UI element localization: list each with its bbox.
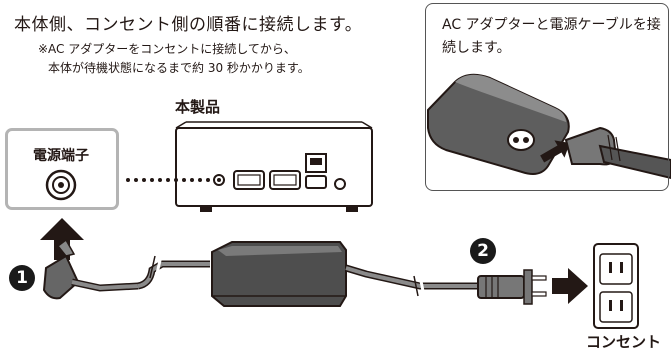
inset-adapter-illustration [427,73,671,180]
step-badge-2: 2 [470,238,496,264]
power-terminal-label: 電源端子 [33,148,89,164]
up-arrow-icon [40,218,84,260]
dc-cable [137,255,210,290]
inset-instruction: AC アダプターと電源ケーブルを接続します。 [442,17,661,56]
right-arrow-icon [552,268,588,304]
ac-plug [477,269,547,305]
instruction-heading: 本体側、コンセント側の順番に接続します。 [14,15,363,35]
outlet-label: コンセント [586,333,662,351]
ac-cable [344,264,478,297]
instruction-note-line1: ※AC アダプターをコンセントに接続してから、 [38,42,296,56]
power-jack-icon [45,169,77,201]
step-badge-1: 1 [9,265,35,291]
dotted-leader [126,178,210,182]
dc-plug [42,238,139,300]
button-hole [334,178,346,190]
product-label: 本製品 [175,98,221,116]
instruction-note-line2: 本体が待機状態になるまで約 30 秒かかります。 [48,61,310,75]
wall-outlet [593,243,639,329]
inset-panel [425,3,669,191]
main-device [175,121,373,212]
ac-adapter [211,241,347,307]
